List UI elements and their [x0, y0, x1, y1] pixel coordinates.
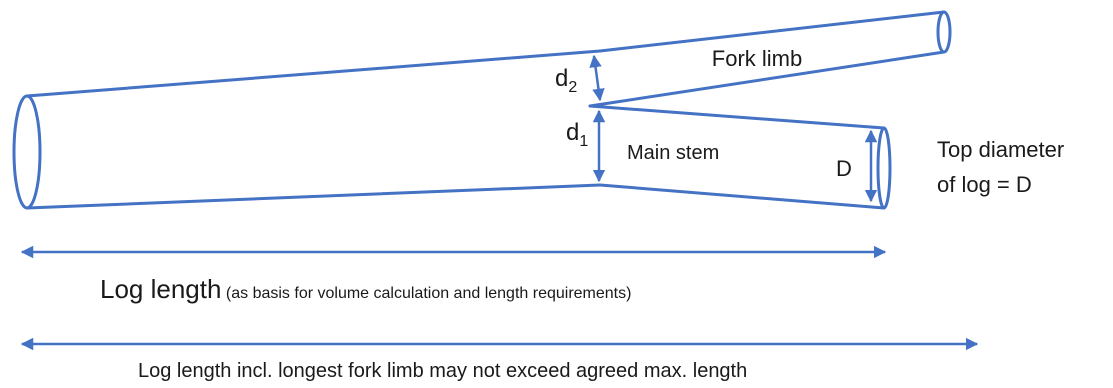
- log-lower-edge: [25, 183, 602, 210]
- d2-subscript: 2: [568, 79, 577, 96]
- top-diameter-label-line1: Top diameter: [937, 137, 1064, 162]
- log-outline: [12, 10, 952, 210]
- d2-arrow: [589, 54, 605, 102]
- log-length-note: (as basis for volume calculation and len…: [221, 285, 631, 302]
- log-upper-edge: [25, 49, 602, 98]
- log-length-main: Log length: [100, 274, 221, 304]
- d1-label: d1: [566, 119, 588, 150]
- fork-limb-end-ellipse: [936, 10, 952, 54]
- d1-subscript: 1: [579, 133, 588, 150]
- top-d-label: D: [836, 156, 852, 181]
- top-end-ellipse: [876, 126, 892, 210]
- d2-base: d: [555, 65, 568, 92]
- d2-label: d2: [555, 65, 577, 96]
- main-stem-lower-edge: [598, 183, 886, 210]
- fork-limb-label: Fork limb: [712, 46, 802, 71]
- d1-base: d: [566, 119, 579, 146]
- fork-limb-lower-edge: [588, 50, 946, 108]
- max-length-label: Log length incl. longest fork limb may n…: [138, 360, 747, 382]
- main-stem-label: Main stem: [627, 142, 719, 164]
- main-stem-upper-edge: [588, 104, 886, 130]
- dimension-arrows: [20, 54, 979, 351]
- butt-end-ellipse: [12, 94, 42, 210]
- top-diameter-label-line2: of log = D: [937, 172, 1032, 197]
- fork-limb-upper-edge: [598, 10, 946, 53]
- log-length-label: Log length (as basis for volume calculat…: [100, 274, 631, 304]
